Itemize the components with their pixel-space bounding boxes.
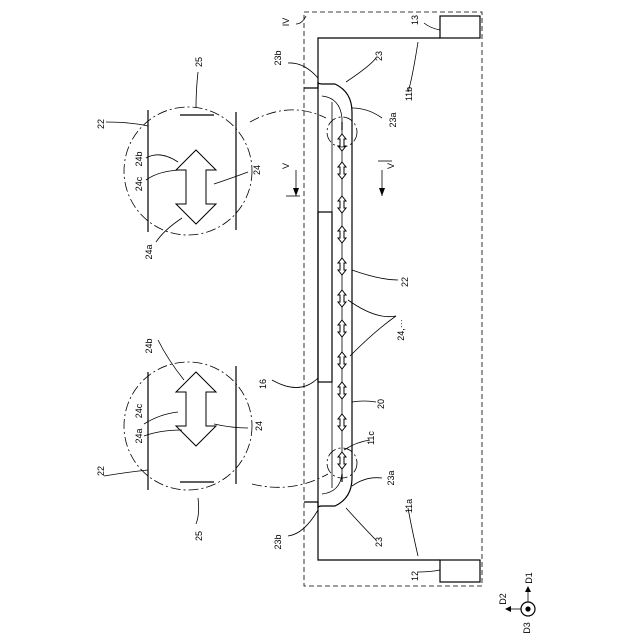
label-11a: 11a: [404, 499, 414, 513]
small-arrow-24: [338, 414, 346, 431]
flange-13: [440, 16, 480, 38]
label-12: 12: [410, 571, 420, 581]
label-23-bottom: 23: [374, 537, 384, 547]
label-24-series: 24,···: [396, 319, 406, 341]
label-axis-d2: D2: [498, 593, 508, 605]
small-arrow-24: [338, 290, 346, 307]
small-arrow-24: [338, 162, 346, 179]
label-section-v-right: V: [386, 163, 396, 169]
label-24b-top: 24b: [134, 151, 144, 166]
label-24b-bottom: 24b: [144, 338, 154, 353]
label-23-top: 23: [374, 51, 384, 61]
label-section-v-left: V: [281, 163, 291, 169]
flange-12: [440, 560, 480, 582]
label-24a-top: 24a: [144, 244, 154, 259]
section-line-v-left: [286, 170, 300, 196]
label-axis-d3: D3: [522, 622, 532, 634]
label-23a-top: 23a: [388, 112, 398, 127]
small-arrow-24: [338, 134, 346, 151]
display-16: [318, 212, 332, 382]
leader-lines: [104, 16, 440, 572]
label-20: 20: [376, 399, 386, 409]
small-arrow-24: [338, 226, 346, 243]
small-arrow-24: [338, 352, 346, 369]
label-24c-top: 24c: [134, 176, 144, 191]
small-arrow-24: [338, 196, 346, 213]
label-24c-bottom: 24c: [134, 403, 144, 418]
enlarged-arrow-24-bottom: [176, 372, 216, 446]
small-arrow-24: [338, 382, 346, 399]
label-23b-bottom: 23b: [273, 534, 283, 549]
label-fig-ref: IV: [281, 18, 291, 27]
label-axis-d1: D1: [524, 572, 534, 584]
label-22-main: 22: [400, 277, 410, 287]
detail-connector-top: [250, 110, 326, 122]
label-24-top: 24: [252, 165, 262, 175]
label-24a-bottom: 24a: [134, 428, 144, 443]
label-25-top: 25: [194, 57, 204, 67]
label-24-bottom: 24: [254, 421, 264, 431]
axis-indicator: [505, 586, 535, 616]
enlarged-arrow-24-top: [176, 150, 216, 224]
label-23a-bottom: 23a: [386, 470, 396, 485]
label-23b-top: 23b: [273, 50, 283, 65]
small-arrow-24: [338, 258, 346, 275]
label-11b: 11b: [404, 87, 414, 101]
small-arrow-24: [338, 320, 346, 337]
label-25-bottom: 25: [194, 531, 204, 541]
small-arrow-24: [338, 452, 346, 469]
label-22-circle-bottom: 22: [96, 466, 106, 476]
label-22-circle-top: 22: [96, 119, 106, 129]
detail-connector-bottom: [252, 474, 328, 487]
label-11c: 11c: [366, 431, 376, 445]
label-13: 13: [410, 15, 420, 25]
label-16: 16: [258, 379, 268, 389]
